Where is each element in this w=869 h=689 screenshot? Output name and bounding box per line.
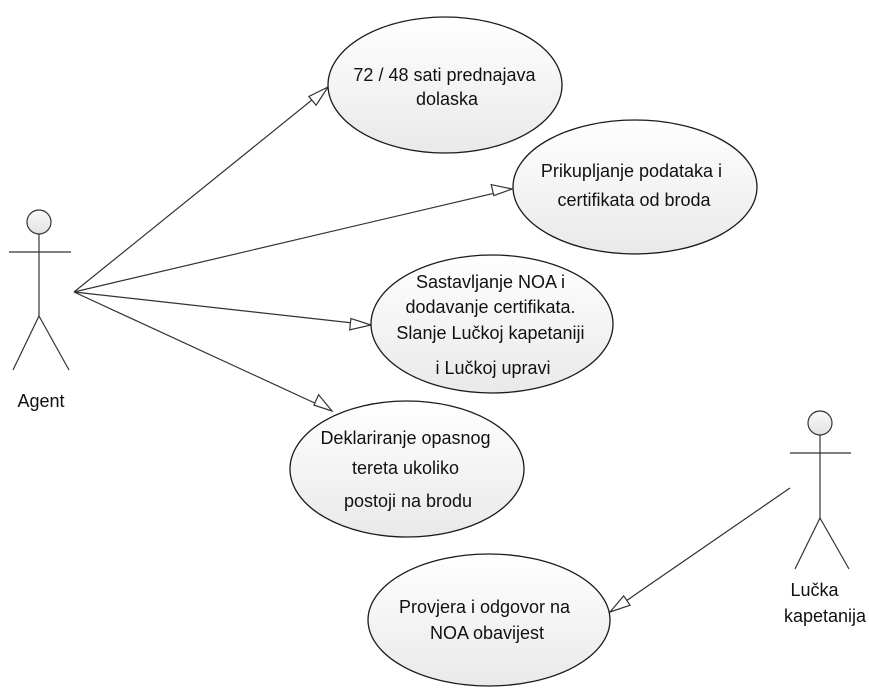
use-case-noa-review-text: Provjera i odgovor na NOA obavijest	[399, 597, 575, 643]
arrival-prenotice-line-1: 72 / 48 sati prednajava	[353, 65, 536, 85]
port-authority-actor[interactable]: Lučka kapetanija	[784, 410, 867, 626]
arrowhead-dangerous-cargo	[313, 393, 334, 413]
port-authority-actor-right-leg	[819, 517, 850, 570]
use-case-noa-review[interactable]	[367, 553, 611, 687]
data-collection-line-1: Prikupljanje podataka i	[541, 161, 722, 181]
use-case-dangerous-cargo-text: Deklariranje opasnog tereta ukoliko post…	[320, 428, 495, 511]
dangerous-cargo-line-2: tereta ukoliko	[352, 458, 459, 478]
noa-review-line-2: NOA obavijest	[430, 623, 544, 643]
noa-compilation-line-4: i Lučkoj upravi	[435, 358, 550, 378]
port-authority-label-line-2: kapetanija	[784, 606, 867, 626]
noa-review-line-1: Provjera i odgovor na	[399, 597, 571, 617]
noa-compilation-line-1: Sastavljanje NOA i	[416, 272, 565, 292]
arrowhead-arrival-prenotice	[307, 85, 330, 107]
dangerous-cargo-line-1: Deklariranje opasnog	[320, 428, 490, 448]
noa-compilation-line-3: Slanje Lučkoj kapetaniji	[396, 323, 584, 343]
agent-actor-right-leg	[38, 315, 70, 371]
agent-actor-label: Agent	[17, 391, 64, 411]
data-collection-line-2: certifikata od broda	[557, 190, 711, 210]
use-case-noa-compilation[interactable]	[370, 254, 614, 394]
use-case-dangerous-cargo[interactable]	[289, 400, 525, 538]
agent-actor-head-icon	[26, 209, 52, 235]
arrowhead-noa-review	[608, 594, 632, 614]
port-authority-actor-label: Lučka kapetanija	[784, 580, 867, 626]
port-authority-actor-left-leg	[794, 517, 821, 570]
noa-compilation-line-2: dodavanje certifikata.	[405, 297, 575, 317]
use-case-noa-compilation-text: Sastavljanje NOA i dodavanje certifikata…	[396, 272, 589, 378]
use-case-data-collection[interactable]	[512, 119, 758, 255]
use-case-arrival-prenotice[interactable]	[327, 16, 563, 154]
use-case-arrival-prenotice-text: 72 / 48 sati prednajava dolaska	[353, 65, 540, 109]
association-agent-dangerous-cargo[interactable]	[73, 291, 333, 412]
association-port-authority-noa-review[interactable]	[609, 487, 791, 613]
dangerous-cargo-line-3: postoji na brodu	[344, 491, 472, 511]
arrowhead-noa-compilation	[349, 317, 374, 331]
association-agent-noa-compilation[interactable]	[73, 291, 372, 326]
arrival-prenotice-line-2: dolaska	[416, 89, 479, 109]
agent-actor-left-leg	[12, 315, 40, 371]
use-case-data-collection-text: Prikupljanje podataka i certifikata od b…	[541, 161, 727, 210]
association-agent-data-collection[interactable]	[73, 188, 513, 293]
port-authority-actor-head-icon	[807, 410, 833, 436]
association-agent-arrival-prenotice[interactable]	[73, 86, 329, 293]
arrowhead-data-collection	[490, 183, 515, 197]
agent-actor[interactable]: Agent	[9, 209, 71, 411]
port-authority-label-line-1: Lučka	[790, 580, 839, 600]
